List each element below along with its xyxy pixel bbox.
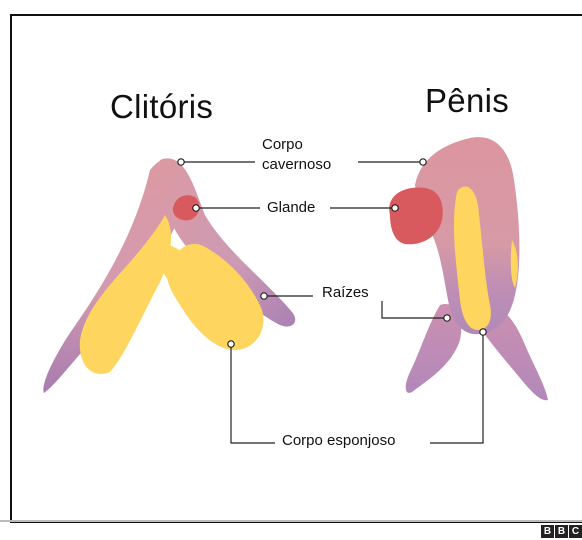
clitoris-illustration <box>43 158 295 393</box>
bbc-logo-letter-2: B <box>555 525 568 538</box>
dot-esponjoso-right <box>480 329 486 335</box>
label-corpo-cavernoso-line1: Corpo <box>262 135 331 155</box>
penis-title: Pênis <box>425 82 509 120</box>
bbc-logo: B B C <box>541 525 582 538</box>
dot-glande-left <box>193 205 199 211</box>
label-corpo-cavernoso-line2: cavernoso <box>262 155 331 175</box>
penis-illustration <box>389 137 548 400</box>
label-corpo-esponjoso: Corpo esponjoso <box>282 431 395 451</box>
dot-corpo-right <box>420 159 426 165</box>
clitoris-title: Clitóris <box>110 88 213 126</box>
leader-esponjoso-left <box>231 344 275 443</box>
label-corpo-cavernoso: Corpo cavernoso <box>262 135 331 175</box>
label-glande: Glande <box>267 198 315 218</box>
clitoris-left-bulb <box>80 215 171 374</box>
dot-esponjoso-left <box>228 341 234 347</box>
bbc-logo-letter-3: C <box>569 525 582 538</box>
dot-raizes-right <box>444 315 450 321</box>
dot-raizes-left <box>261 293 267 299</box>
bottom-divider <box>0 520 582 522</box>
bbc-logo-letter-1: B <box>541 525 554 538</box>
dot-corpo-left <box>178 159 184 165</box>
dot-glande-right <box>392 205 398 211</box>
penis-left-root <box>406 304 462 393</box>
label-raizes: Raízes <box>322 283 369 303</box>
